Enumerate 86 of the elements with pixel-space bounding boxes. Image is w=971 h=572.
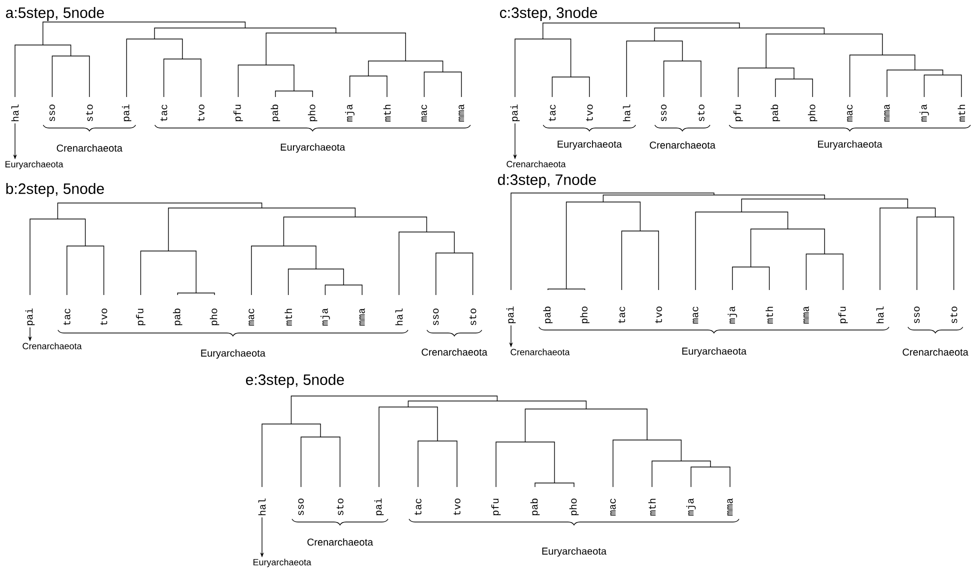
leaf-label: mja: [320, 308, 330, 326]
leaf-label: sto: [698, 104, 704, 122]
leaf-label: pab: [172, 308, 182, 326]
leaf-label: hal: [258, 498, 266, 516]
group-label: Crenarchaeota: [422, 348, 488, 356]
leaf-label: tac: [548, 104, 556, 122]
leaf-label: sso: [49, 104, 55, 122]
panel-title: d:3step, 7node: [498, 174, 596, 188]
leaf-label: pab: [530, 498, 540, 516]
group-label: Euryarchaeota: [818, 140, 882, 150]
leaf-label: mja: [345, 104, 354, 122]
leaf-label: sto: [469, 308, 476, 326]
leaf-label: mac: [847, 104, 853, 122]
leaf-label: mma: [884, 104, 890, 122]
leaf-label: tvo: [198, 104, 204, 122]
leaf-label: mth: [766, 306, 773, 324]
group-label: Euryarchaeota: [682, 347, 747, 357]
leaf-label: pfu: [136, 308, 146, 326]
leaf-label: pho: [308, 104, 318, 122]
leaf-label: mma: [359, 308, 365, 326]
leaf-label: mth: [284, 308, 292, 326]
leaf-label: pho: [580, 306, 590, 324]
leaf-label: tac: [414, 498, 422, 516]
leaf-label: mja: [920, 104, 929, 122]
leaf-label: mac: [692, 306, 698, 324]
group-label: Crenarchaeota: [902, 348, 968, 356]
leaf-label: pai: [510, 104, 520, 122]
group-label: Euryarchaeota: [253, 558, 312, 568]
leaf-label: mja: [686, 498, 696, 516]
leaf-label: mac: [248, 308, 254, 326]
group-label: Crenarchaeota: [56, 144, 122, 152]
leaf-label: tac: [64, 308, 70, 326]
leaf-label: pfu: [234, 104, 243, 122]
leaf-label: mth: [958, 104, 966, 122]
leaf-label: sso: [661, 104, 667, 122]
leaf-label: pfu: [734, 104, 743, 122]
leaf-label: hal: [395, 308, 403, 326]
leaf-label: pfu: [491, 498, 501, 516]
leaf-label: tvo: [100, 308, 108, 326]
leaf-label: mac: [421, 104, 427, 122]
leaf-label: hal: [11, 104, 19, 122]
leaf-label: pab: [770, 104, 780, 122]
leaf-label: mth: [648, 498, 656, 516]
leaf-label: sso: [914, 306, 920, 324]
leaf-label: mma: [458, 104, 464, 122]
leaf-label: sto: [86, 104, 93, 122]
leaf-label: tvo: [454, 498, 460, 516]
leaf-label: pab: [543, 306, 553, 324]
leaf-label: pho: [569, 498, 579, 516]
group-label: Euryarchaeota: [542, 547, 607, 557]
leaf-label: mma: [727, 498, 733, 516]
leaf-label: mma: [803, 306, 809, 324]
panel-title: b:2step, 5node: [6, 183, 104, 197]
panel-title: e:3step, 5node: [246, 374, 344, 388]
group-label: Euryarchaeota: [280, 143, 346, 153]
leaf-label: mac: [610, 498, 616, 516]
leaf-label: pho: [808, 104, 818, 122]
leaf-label: pai: [25, 308, 35, 326]
leaf-label: pai: [506, 306, 516, 324]
group-label: Crenarchaeota: [307, 538, 374, 546]
leaf-label: hal: [622, 104, 630, 122]
leaf-label: mja: [728, 306, 738, 324]
group-label: Euryarchaeota: [5, 160, 64, 170]
leaf-label: pab: [270, 104, 280, 122]
group-label: Euryarchaeota: [558, 140, 622, 150]
leaf-label: sso: [298, 498, 304, 516]
group-label: Crenarchaeota: [22, 342, 82, 350]
leaf-label: pai: [122, 104, 132, 122]
group-label: Euryarchaeota: [201, 349, 266, 359]
panel-title: a:5step, 5node: [6, 7, 104, 21]
leaf-label: sto: [336, 498, 344, 516]
leaf-label: sto: [950, 306, 958, 324]
leaf-label: sso: [433, 308, 439, 326]
group-label: Crenarchaeota: [506, 160, 566, 168]
group-label: Crenarchaeota: [510, 348, 570, 356]
leaf-label: hal: [876, 306, 884, 324]
leaf-label: tac: [618, 306, 626, 324]
leaf-label: pfu: [838, 306, 848, 324]
leaf-label: pai: [374, 498, 384, 516]
panel-title: c:3step, 3node: [500, 7, 598, 21]
group-label: Crenarchaeota: [650, 141, 716, 149]
leaf-label: pho: [210, 308, 220, 326]
leaf-label: tvo: [586, 104, 593, 122]
leaf-label: tac: [160, 104, 168, 122]
leaf-label: mth: [383, 104, 391, 122]
leaf-label: tvo: [655, 306, 662, 324]
